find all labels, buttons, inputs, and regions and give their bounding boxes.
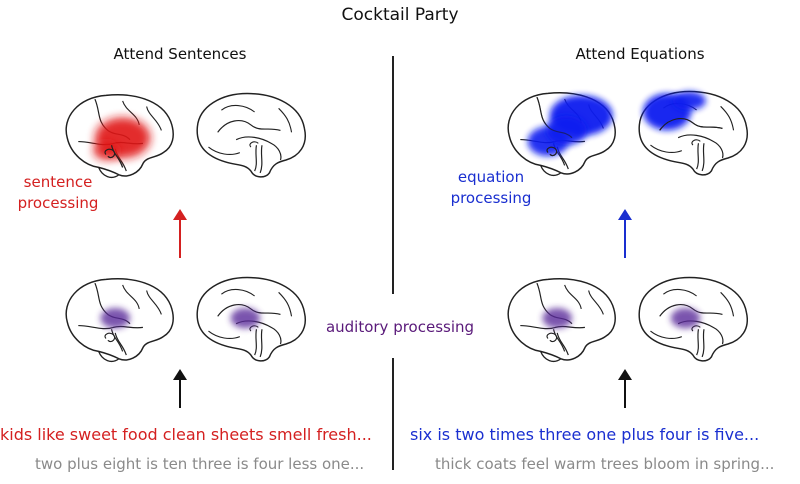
brain-sentences-top-medial [190, 88, 310, 184]
ignored-equation-stimulus: two plus eight is ten three is four less… [35, 455, 365, 473]
brain-sentences-bottom-medial [190, 272, 310, 368]
brain-sentences-bottom-lateral [58, 272, 178, 368]
brain-equations-top-medial [632, 86, 752, 182]
brain-equations-bottom-medial [632, 272, 752, 368]
brain-equations-bottom-lateral [500, 272, 620, 368]
sentence-label-line1: sentence [23, 173, 93, 191]
equation-label-line1: equation [457, 168, 525, 186]
figure-title: Cocktail Party [341, 5, 459, 25]
sentence-label-line2: processing [17, 194, 99, 212]
arrow-up-equations [618, 209, 632, 258]
sentence-processing-label: sentence processing [8, 172, 108, 214]
arrow-up-input-left [173, 369, 187, 408]
center-divider-bottom [392, 358, 394, 470]
attended-equation-stimulus: six is two times three one plus four is … [410, 425, 760, 444]
attend-equations-heading: Attend Equations [575, 45, 705, 63]
brain-sentences-top-lateral [58, 88, 178, 184]
ignored-sentence-stimulus: thick coats feel warm trees bloom in spr… [435, 455, 775, 473]
equation-label-line2: processing [450, 189, 532, 207]
center-divider-top [392, 56, 394, 294]
attended-sentence-stimulus: kids like sweet food clean sheets smell … [0, 425, 372, 444]
arrow-up-sentences [173, 209, 187, 258]
arrow-up-input-right [618, 369, 632, 408]
attend-sentences-heading: Attend Sentences [113, 45, 247, 63]
brain-equations-top-lateral [500, 86, 620, 182]
auditory-processing-label: auditory processing [325, 318, 475, 336]
equation-processing-label: equation processing [436, 167, 546, 209]
